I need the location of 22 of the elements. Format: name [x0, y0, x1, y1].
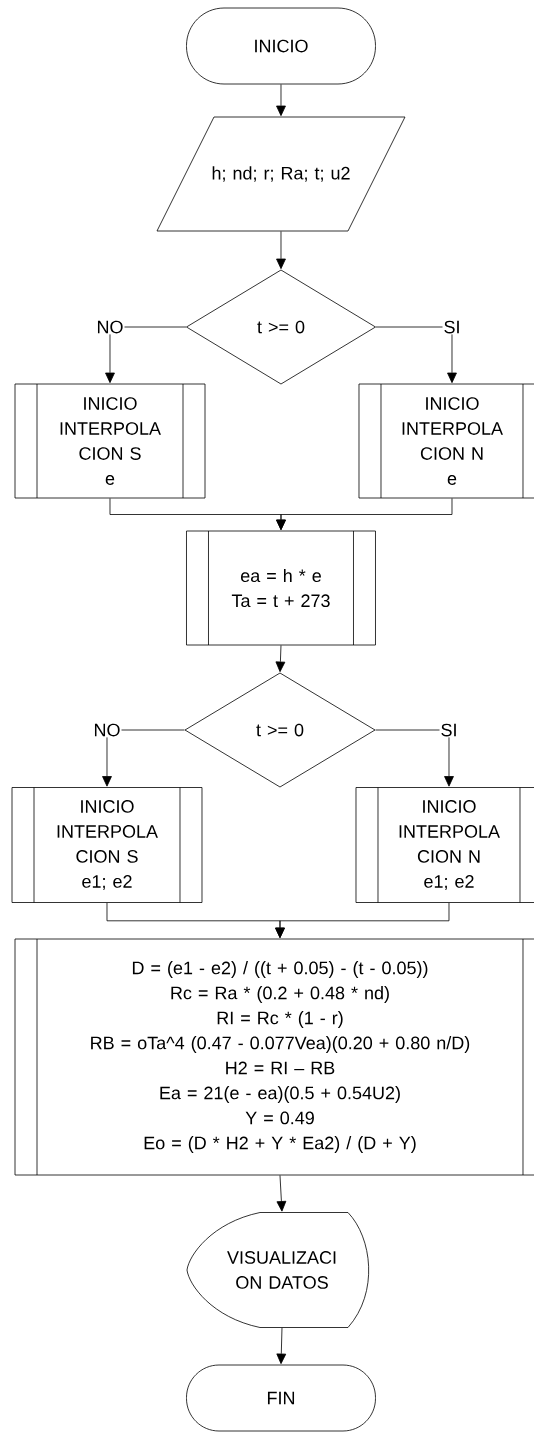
subprocess-box: D = (e1 - e2) / ((t + 0.05) - (t - 0.05)) Rc = Ra * (0.2 + 0.48 * nd) RI = Rc * (1 - r) RB = oTa^4 (0.47 - 0.077Vea)(0.20 + 0.80 n/D) H2 = RI – RB Ea = 21(e - ea)(0.5 + 0.54U2) Y = 0.49 Eo = (D * H2 + Y * Ea2) / (D + Y) — [14, 938, 534, 1176]
arrow — [276, 84, 286, 117]
subprocess-box: INICIO INTERPOLA CION S e — [14, 383, 206, 499]
arrow — [375, 729, 454, 787]
subprocess-box: INICIO INTERPOLA CION S e1; e2 — [11, 787, 203, 903]
edge-label: SI — [444, 320, 459, 334]
arrow — [275, 645, 286, 673]
arrow — [102, 729, 185, 787]
edge-label: SI — [441, 723, 456, 737]
input-parallelogram: h; nd; r; Ra; t; u2 — [156, 116, 406, 232]
arrow — [105, 326, 187, 384]
arrow — [375, 326, 457, 384]
arrow — [276, 1327, 287, 1365]
arrow — [276, 231, 286, 270]
subprocess-box: ea = h * e Ta = t + 273 — [186, 530, 376, 646]
subprocess-box: INICIO INTERPOLA CION N e1; e2 — [355, 787, 534, 903]
edge-label: NO — [97, 320, 123, 334]
arrow — [276, 1175, 287, 1212]
subprocess-box: INICIO INTERPOLA CION N e — [358, 383, 534, 499]
arrow — [276, 498, 453, 531]
arrow — [275, 902, 450, 939]
edge-label: NO — [94, 723, 120, 737]
